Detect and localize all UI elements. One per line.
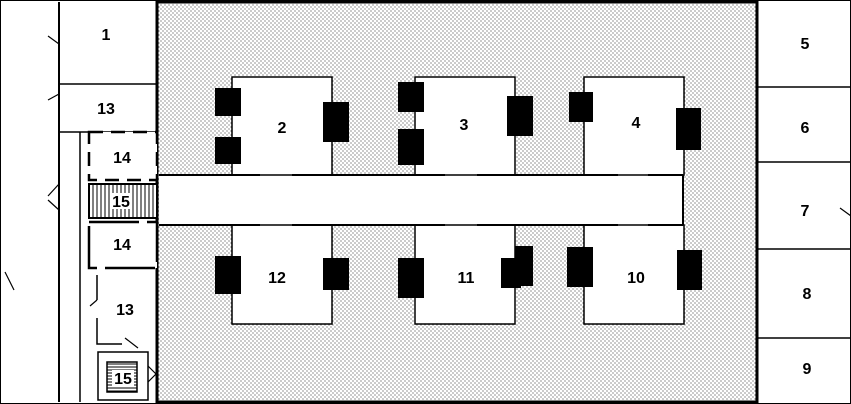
room-2[interactable]: 2 [215,76,349,176]
room-12[interactable]: 12 [215,224,349,325]
room-5[interactable]: 5 [801,36,810,53]
room-8[interactable]: 8 [803,286,812,303]
equipment-block [507,96,533,136]
stairwell-15-lower[interactable]: 15 [97,351,157,401]
room-label-15-lower: 15 [114,371,132,388]
room-11[interactable]: 11 [398,224,533,325]
room-label-10: 10 [627,270,645,287]
room-1[interactable]: 1 [102,27,111,44]
equipment-block [398,82,424,112]
corridor-walls [159,174,684,226]
room-label-2: 2 [278,120,287,137]
equipment-block [677,250,702,290]
room-label-1: 1 [102,27,111,44]
room-13-lower[interactable]: 13 [89,275,139,349]
room-3[interactable]: 3 [398,76,533,176]
room-label-5: 5 [801,36,810,53]
equipment-block [501,258,521,288]
equipment-block [567,247,593,287]
right-wing [757,86,851,339]
equipment-block [215,137,241,164]
room-label-7: 7 [801,203,810,220]
room-label-6: 6 [801,120,810,137]
room-label-3: 3 [460,117,469,134]
room-10[interactable]: 10 [567,224,702,325]
room-label-15-upper: 15 [112,194,130,211]
equipment-block [323,102,349,142]
equipment-block [398,258,424,298]
room-4[interactable]: 4 [569,76,701,176]
room-label-12: 12 [268,270,286,287]
room-7[interactable]: 7 [801,203,810,220]
equipment-block [215,88,241,116]
equipment-block [676,108,701,150]
room-9[interactable]: 9 [803,361,812,378]
equipment-block [323,258,349,290]
room-13-upper[interactable]: 13 [97,101,115,118]
room-label-11: 11 [458,270,475,287]
room-label-14-lower: 14 [113,237,131,254]
room-14-lower[interactable]: 14 [87,220,159,270]
equipment-block [215,256,241,294]
room-label-9: 9 [803,361,812,378]
central-corridor [159,175,683,225]
room-6[interactable]: 6 [801,120,810,137]
stairwell-15-upper[interactable]: 15 [88,183,158,219]
equipment-block [398,129,424,165]
equipment-block [569,92,593,122]
room-14-upper[interactable]: 14 [87,130,159,182]
room-label-14-upper: 14 [113,150,131,167]
room-label-13-upper: 13 [97,101,115,118]
room-label-13-lower: 13 [116,302,134,319]
room-label-8: 8 [803,286,812,303]
room-label-4: 4 [632,115,641,132]
